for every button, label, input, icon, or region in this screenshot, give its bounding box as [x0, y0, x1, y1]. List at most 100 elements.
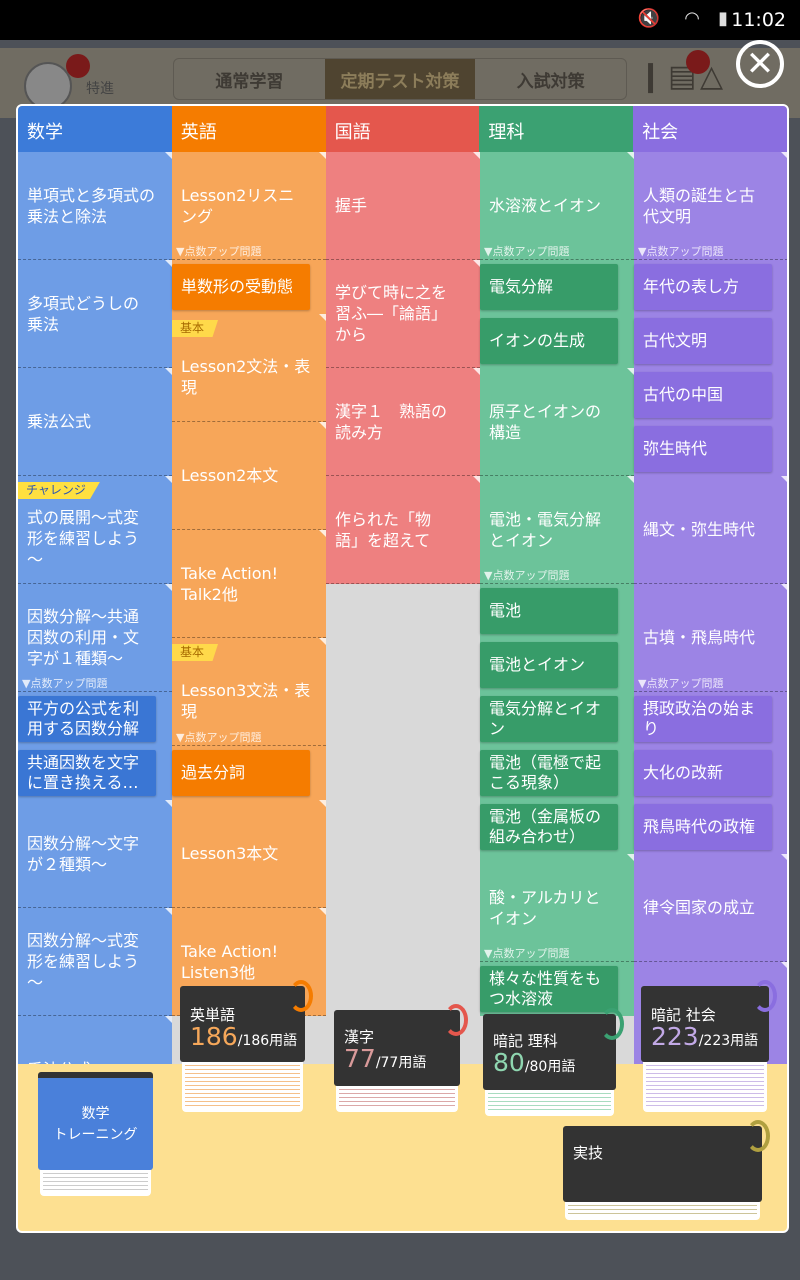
card-count: 186 — [190, 1022, 238, 1051]
topic-cell[interactable]: 電池・電気分解 とイオン▼点数アップ問題 — [480, 476, 634, 584]
study-modal: 数学英語国語理科社会 単項式と多項式の 乗法と除法多項式どうしの 乗法乗法公式式… — [16, 104, 789, 1233]
subtopic-button[interactable]: 古代文明 — [634, 314, 787, 368]
subtopic-button[interactable]: 電気分解 — [480, 260, 634, 314]
ring-icon — [444, 1004, 468, 1036]
topic-label: 因数分解～式変 形を練習しよう ～ — [27, 931, 140, 992]
subtopic-button[interactable]: 電池 — [480, 584, 634, 638]
bell-icon[interactable]: △ — [700, 59, 724, 94]
card-title: 暗記 社会 — [651, 1006, 716, 1024]
topic-label: Take Action! Talk2他 — [181, 563, 279, 604]
topic-cell[interactable]: 原子とイオンの 構造 — [480, 368, 634, 476]
topic-cell[interactable]: 因数分解～式変 形を練習しよう ～ — [18, 908, 172, 1016]
status-bar: 🔇 ◠ ▮ 11:02 — [0, 0, 800, 40]
topic-grid[interactable]: 単項式と多項式の 乗法と除法多項式どうしの 乗法乗法公式式の展開～式変 形を練習… — [18, 152, 787, 1064]
subtopic-button[interactable]: 弥生時代 — [634, 422, 787, 476]
subtopic-label: イオンの生成 — [480, 318, 618, 364]
book-icon[interactable]: ❙ — [638, 59, 664, 94]
corner-mark-icon — [319, 152, 326, 159]
corner-mark-icon — [627, 476, 634, 483]
subtopic-button[interactable]: 単数形の受動態 — [172, 260, 326, 314]
subtopic-button[interactable]: 共通因数を文字 に置き換える… — [18, 746, 172, 800]
subtopic-button[interactable]: 電池（金属板の 組み合わせ） — [480, 800, 634, 854]
mute-icon: 🔇 — [637, 8, 660, 29]
subject-header[interactable]: 英語 — [171, 106, 326, 152]
subtopic-button[interactable]: 古代の中国 — [634, 368, 787, 422]
topic-cell[interactable]: 因数分解～共通 因数の利用・文 字が１種類～ ▼点数アップ問題 — [18, 584, 172, 692]
subject-header[interactable]: 理科 — [479, 106, 634, 152]
topic-label: 古墳・飛鳥時代 — [643, 628, 756, 647]
topic-cell[interactable]: 作られた「物 語」を超えて — [326, 476, 480, 584]
card-pages — [485, 1090, 614, 1116]
topic-label: 律令国家の成立 — [643, 898, 756, 917]
topic-label: 因数分解～文字 が２種類～ — [27, 833, 140, 874]
subtopic-button[interactable]: 電池（電極で起 こる現象） — [480, 746, 634, 800]
subtopic-button[interactable]: 年代の表し方 — [634, 260, 787, 314]
subject-column: 水溶液とイオン▼点数アップ問題電気分解イオンの生成原子とイオンの 構造電池・電気… — [480, 152, 634, 1064]
corner-mark-icon — [473, 152, 480, 159]
topic-label: 因数分解～共通 因数の利用・文 字が１種類～ — [27, 607, 140, 668]
topic-cell[interactable]: 学びて時に之を 習ふ―「論語」 から — [326, 260, 480, 368]
score-up-label: ▼点数アップ問題 — [22, 677, 108, 690]
topic-cell[interactable]: 人類の誕生と古 代文明▼点数アップ問題 — [634, 152, 787, 260]
topic-cell[interactable]: 多項式どうしの 乗法 — [18, 260, 172, 368]
topic-cell[interactable]: 酸・アルカリと イオン▼点数アップ問題 — [480, 854, 634, 962]
topic-cell[interactable]: Lesson2本文 — [172, 422, 326, 530]
topic-cell[interactable]: 因数分解～文字 が２種類～ — [18, 800, 172, 908]
topic-label: 電池・電気分解 とイオン — [489, 509, 602, 550]
tab-periodic-test[interactable]: 定期テスト対策 — [324, 59, 476, 99]
topic-cell[interactable]: 縄文・弥生時代 — [634, 476, 787, 584]
math-training-card[interactable]: 数学 トレーニング — [38, 1072, 153, 1196]
subject-header[interactable]: 国語 — [325, 106, 480, 152]
subtopic-button[interactable]: 摂政政治の始ま り — [634, 692, 787, 746]
subtopic-button[interactable]: 大化の改新 — [634, 746, 787, 800]
topic-cell[interactable]: Lesson2文法・表 現基本 — [172, 314, 326, 422]
subtopic-button[interactable]: イオンの生成 — [480, 314, 634, 368]
subtopic-label: 電池（金属板の 組み合わせ） — [480, 804, 618, 850]
card-total: /223用語 — [698, 1033, 759, 1049]
topic-cell[interactable]: 握手 — [326, 152, 480, 260]
close-button[interactable]: ✕ — [736, 40, 784, 88]
card-pages — [40, 1170, 151, 1196]
subtopic-button[interactable]: 飛鳥時代の政権 — [634, 800, 787, 854]
topic-cell[interactable]: 単項式と多項式の 乗法と除法 — [18, 152, 172, 260]
clock: 11:02 — [731, 9, 786, 31]
subtopic-button[interactable]: 過去分詞 — [172, 746, 326, 800]
score-up-label: ▼点数アップ問題 — [638, 677, 724, 690]
notification-dot — [66, 54, 90, 78]
corner-mark-icon — [781, 584, 787, 591]
subtopic-button[interactable]: 様々な性質をも つ水溶液 — [480, 962, 634, 1016]
avatar[interactable] — [24, 62, 72, 110]
subject-header[interactable]: 社会 — [633, 106, 787, 152]
topic-cell[interactable]: 乗法公式 — [18, 1016, 172, 1064]
tab-regular[interactable]: 通常学習 — [215, 71, 284, 92]
topic-cell[interactable]: 水溶液とイオン▼点数アップ問題 — [480, 152, 634, 260]
topic-label: Lesson3本文 — [181, 844, 279, 863]
corner-mark-icon — [627, 854, 634, 861]
english-vocab-card[interactable]: 英単語 186/186用語 — [180, 980, 313, 1112]
level-tag: 基本 — [172, 320, 219, 337]
topic-cell[interactable]: 律令国家の成立 — [634, 854, 787, 962]
subtopic-label: 摂政政治の始ま り — [634, 696, 772, 742]
topic-cell[interactable]: 式の展開～式変 形を練習しよう ～チャレンジ — [18, 476, 172, 584]
science-memorize-card[interactable]: 暗記 理科 80/80用語 — [483, 1008, 624, 1116]
subtopic-button[interactable]: 電池とイオン — [480, 638, 634, 692]
social-memorize-card[interactable]: 暗記 社会 223/223用語 — [641, 980, 777, 1112]
subtopic-button[interactable]: 電気分解とイオ ン — [480, 692, 634, 746]
subject-header[interactable]: 数学 — [18, 106, 172, 152]
practical-skills-card[interactable]: 実技 — [563, 1120, 770, 1220]
topic-cell[interactable]: Lesson2リスニ ング▼点数アップ問題 — [172, 152, 326, 260]
topic-cell[interactable]: Lesson3本文 — [172, 800, 326, 908]
score-up-label: ▼点数アップ問題 — [638, 245, 724, 258]
topic-cell[interactable]: Take Action! Talk2他 — [172, 530, 326, 638]
topic-cell[interactable]: 古墳・飛鳥時代 ▼点数アップ問題 — [634, 584, 787, 692]
score-up-label: ▼点数アップ問題 — [484, 245, 570, 258]
corner-mark-icon — [627, 368, 634, 375]
topic-cell[interactable]: 乗法公式 — [18, 368, 172, 476]
corner-mark-icon — [473, 476, 480, 483]
subtopic-button[interactable]: 平方の公式を利 用する因数分解 — [18, 692, 172, 746]
kanji-card[interactable]: 漢字 77/77用語 — [334, 1004, 468, 1112]
topic-label: Take Action! Listen3他 — [181, 941, 279, 982]
tab-entrance-exam[interactable]: 入試対策 — [516, 71, 585, 92]
topic-cell[interactable]: 漢字１ 熟語の 読み方 — [326, 368, 480, 476]
topic-cell[interactable]: Lesson3文法・表 現基本▼点数アップ問題 — [172, 638, 326, 746]
